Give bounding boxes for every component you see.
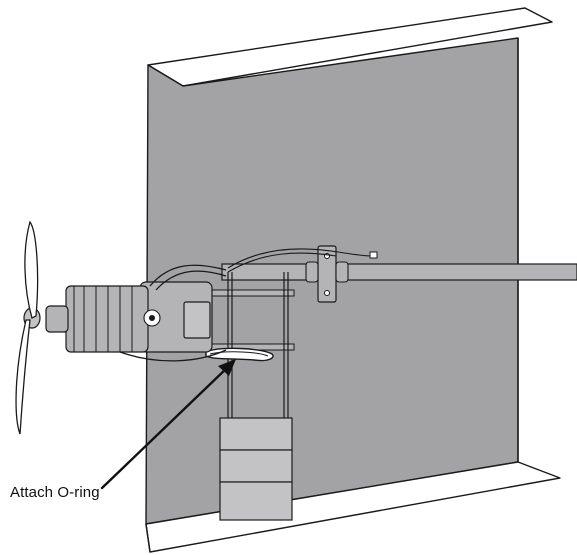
weight-block-3 (219, 481, 293, 521)
engine (23, 264, 227, 362)
weight-block-2 (219, 449, 293, 483)
callout-label-attach-o-ring: Attach O-ring (10, 484, 100, 501)
weight-stack (219, 417, 293, 521)
propeller (15, 220, 39, 435)
weight-block-1 (219, 417, 293, 451)
boom-tube (221, 245, 577, 303)
callout-arrow (100, 359, 236, 490)
